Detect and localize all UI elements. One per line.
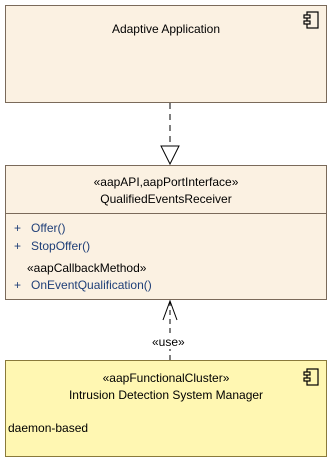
idsm-name: Intrusion Detection System Manager — [68, 388, 264, 402]
realization-arrowhead — [160, 145, 180, 166]
idsm-note: daemon-based — [8, 421, 89, 435]
interface-name: QualifiedEventsReceiver — [100, 192, 232, 206]
idsm-stereotype: «aapFunctionalCluster» — [102, 371, 230, 385]
qualified-events-receiver-box[interactable]: «aapAPI,aapPortInterface» QualifiedEvent… — [5, 165, 327, 300]
component-icon — [303, 11, 319, 29]
operation-offer: + Offer() — [14, 221, 66, 235]
callback-stereotype: «aapCallbackMethod» — [27, 261, 147, 275]
operation-stopoffer: + StopOffer() — [14, 239, 91, 253]
idsm-box[interactable]: «aapFunctionalCluster» Intrusion Detecti… — [5, 360, 327, 457]
compartment-divider — [6, 213, 326, 214]
operation-oneventqualification: + OnEventQualification() — [14, 278, 152, 292]
use-dependency-arrowhead — [162, 299, 178, 321]
interface-stereotype: «aapAPI,aapPortInterface» — [93, 175, 239, 189]
use-label: «use» — [150, 335, 187, 349]
adaptive-application-name: Adaptive Application — [111, 22, 221, 36]
adaptive-application-box[interactable]: Adaptive Application — [5, 5, 327, 103]
component-icon — [303, 368, 319, 386]
